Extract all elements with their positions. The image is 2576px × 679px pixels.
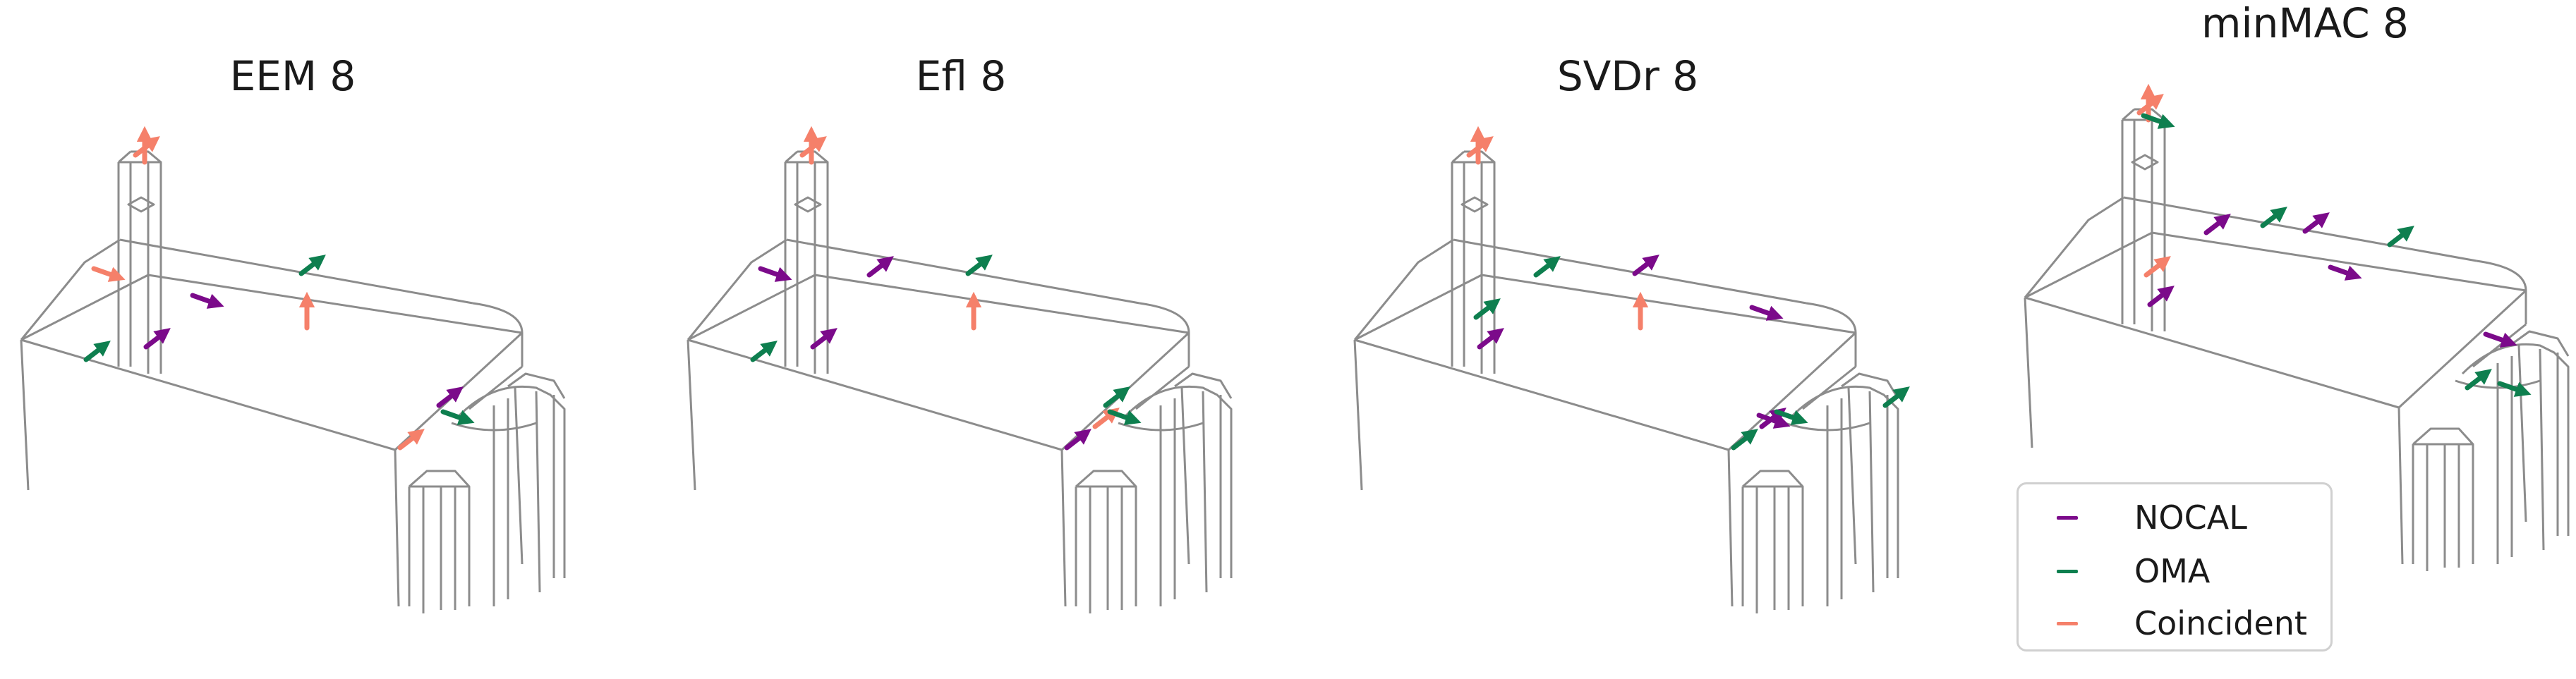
panel-2: [1353, 126, 1910, 613]
sensor-arrow-oma: [1107, 409, 1142, 425]
sensor-arrow-oma: [1731, 429, 1758, 451]
sensor-arrow-oma: [83, 341, 111, 362]
sensor-layer: [2136, 83, 2532, 397]
sensor-arrow-coincident: [2143, 256, 2171, 278]
legend: NOCAL OMA Coincident: [2016, 482, 2333, 652]
sensor-arrow-oma: [2141, 113, 2175, 129]
sensor-arrow-nocal: [2147, 286, 2175, 307]
sensor-arrow-oma: [440, 409, 475, 425]
sensor-arrow-coincident: [91, 266, 126, 282]
legend-item-oma: OMA: [2019, 546, 2330, 596]
sensor-arrow-nocal: [2483, 331, 2517, 348]
sensor-arrow-coincident: [133, 136, 160, 158]
panel-1: [687, 126, 1233, 613]
legend-label-oma: OMA: [2134, 552, 2211, 590]
panel-title-minmac: minMAC 8: [2201, 0, 2409, 47]
sensor-arrow-oma: [1533, 256, 1561, 278]
sensor-arrow-coincident: [397, 429, 425, 451]
sensor-arrow-coincident: [1092, 408, 1120, 429]
sensor-layer: [83, 126, 475, 451]
sensor-arrow-nocal: [143, 328, 171, 350]
panel-title-eem: EEM 8: [229, 52, 356, 100]
sensor-arrow-nocal: [758, 266, 792, 282]
panel-title-svdr: SVDr 8: [1556, 52, 1699, 100]
sensor-arrow-oma: [1473, 298, 1501, 320]
legend-label-coincident: Coincident: [2134, 604, 2307, 642]
legend-swatch-coincident: [2057, 622, 2078, 625]
legend-swatch-oma: [2057, 570, 2078, 573]
sensor-arrow-oma: [2465, 369, 2492, 391]
sensor-arrow-nocal: [2302, 212, 2330, 234]
sensor-arrow-nocal: [436, 386, 464, 408]
sensor-arrow-nocal: [190, 293, 224, 309]
legend-swatch-nocal: [2057, 516, 2078, 520]
legend-item-coincident: Coincident: [2019, 599, 2330, 648]
panel-0: [20, 126, 566, 613]
sensor-arrow-nocal: [2203, 214, 2231, 235]
structure-wireframe: [687, 150, 1233, 613]
sensor-arrow-coincident: [799, 136, 827, 158]
sensor-arrow-coincident: [1466, 136, 1494, 158]
legend-label-nocal: NOCAL: [2134, 498, 2247, 537]
sensor-layer: [1466, 126, 1910, 451]
sensor-arrow-oma: [2387, 226, 2414, 247]
sensor-arrow-coincident: [2136, 94, 2164, 116]
sensor-arrow-nocal: [1064, 429, 1092, 451]
legend-item-nocal: NOCAL: [2019, 493, 2330, 542]
sensor-arrow-oma: [1103, 386, 1130, 408]
sensor-arrow-nocal: [1749, 305, 1784, 321]
sensor-arrow-nocal: [1756, 412, 1791, 429]
sensor-layer: [750, 126, 1142, 451]
structure-wireframe: [20, 150, 566, 613]
sensor-arrow-oma: [298, 255, 326, 276]
sensor-arrow-oma: [1882, 386, 1910, 408]
sensor-arrow-oma: [965, 255, 993, 276]
sensor-arrow-oma: [2260, 207, 2287, 228]
sensor-arrow-oma: [2497, 381, 2532, 397]
sensor-arrow-nocal: [810, 328, 837, 350]
structure-wireframe: [1353, 150, 1899, 613]
sensor-arrow-oma: [750, 341, 778, 362]
sensor-arrow-nocal: [1632, 255, 1659, 276]
panel-title-efl: Efl 8: [915, 52, 1007, 100]
panel-3: [2024, 83, 2570, 571]
sensor-arrow-nocal: [1477, 328, 1504, 350]
sensor-arrow-nocal: [866, 256, 894, 278]
sensor-arrow-oma: [1774, 409, 1808, 425]
sensor-arrow-nocal: [2328, 264, 2362, 281]
